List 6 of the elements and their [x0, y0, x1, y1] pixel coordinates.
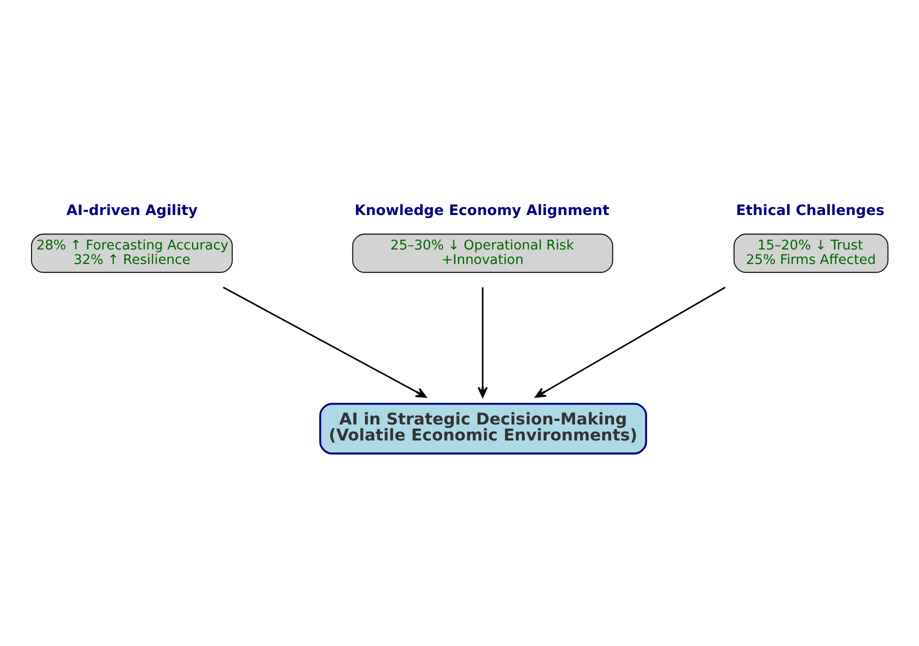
node-label: AI-driven Agility	[66, 202, 198, 219]
node-label: Ethical Challenges	[736, 202, 884, 219]
arrow	[222, 286, 427, 398]
arrow	[478, 286, 488, 398]
arrow	[534, 286, 726, 398]
node-label: Knowledge Economy Alignment	[354, 202, 610, 219]
